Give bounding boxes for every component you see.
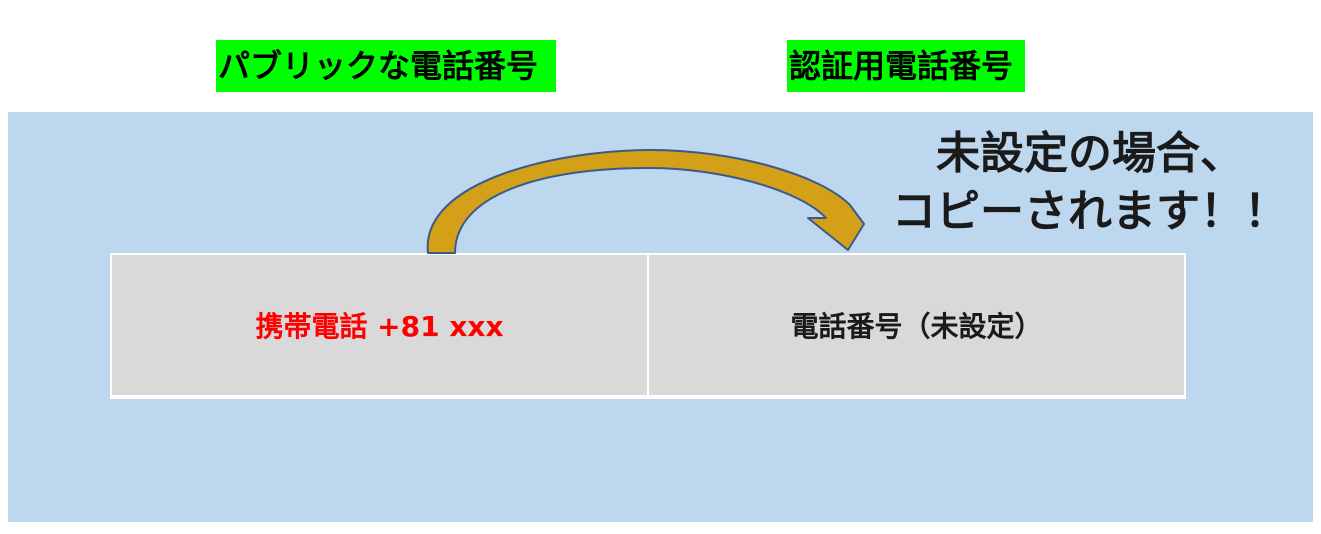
- public-phone-header: パブリックな電話番号: [216, 40, 556, 92]
- auth-phone-header: 認証用電話番号: [787, 40, 1025, 92]
- auth-phone-cell: 電話番号（未設定）: [790, 310, 1043, 343]
- copy-note-line2: コピーされます！！: [892, 186, 1288, 237]
- copy-note: 未設定の場合、 コピーされます！！: [870, 125, 1310, 241]
- copy-note-line1: 未設定の場合、: [936, 128, 1244, 179]
- public-phone-cell: 携帯電話 +81 xxx: [112, 255, 649, 395]
- phone-table: 携帯電話 +81 xxx 電話番号（未設定）: [110, 253, 1186, 399]
